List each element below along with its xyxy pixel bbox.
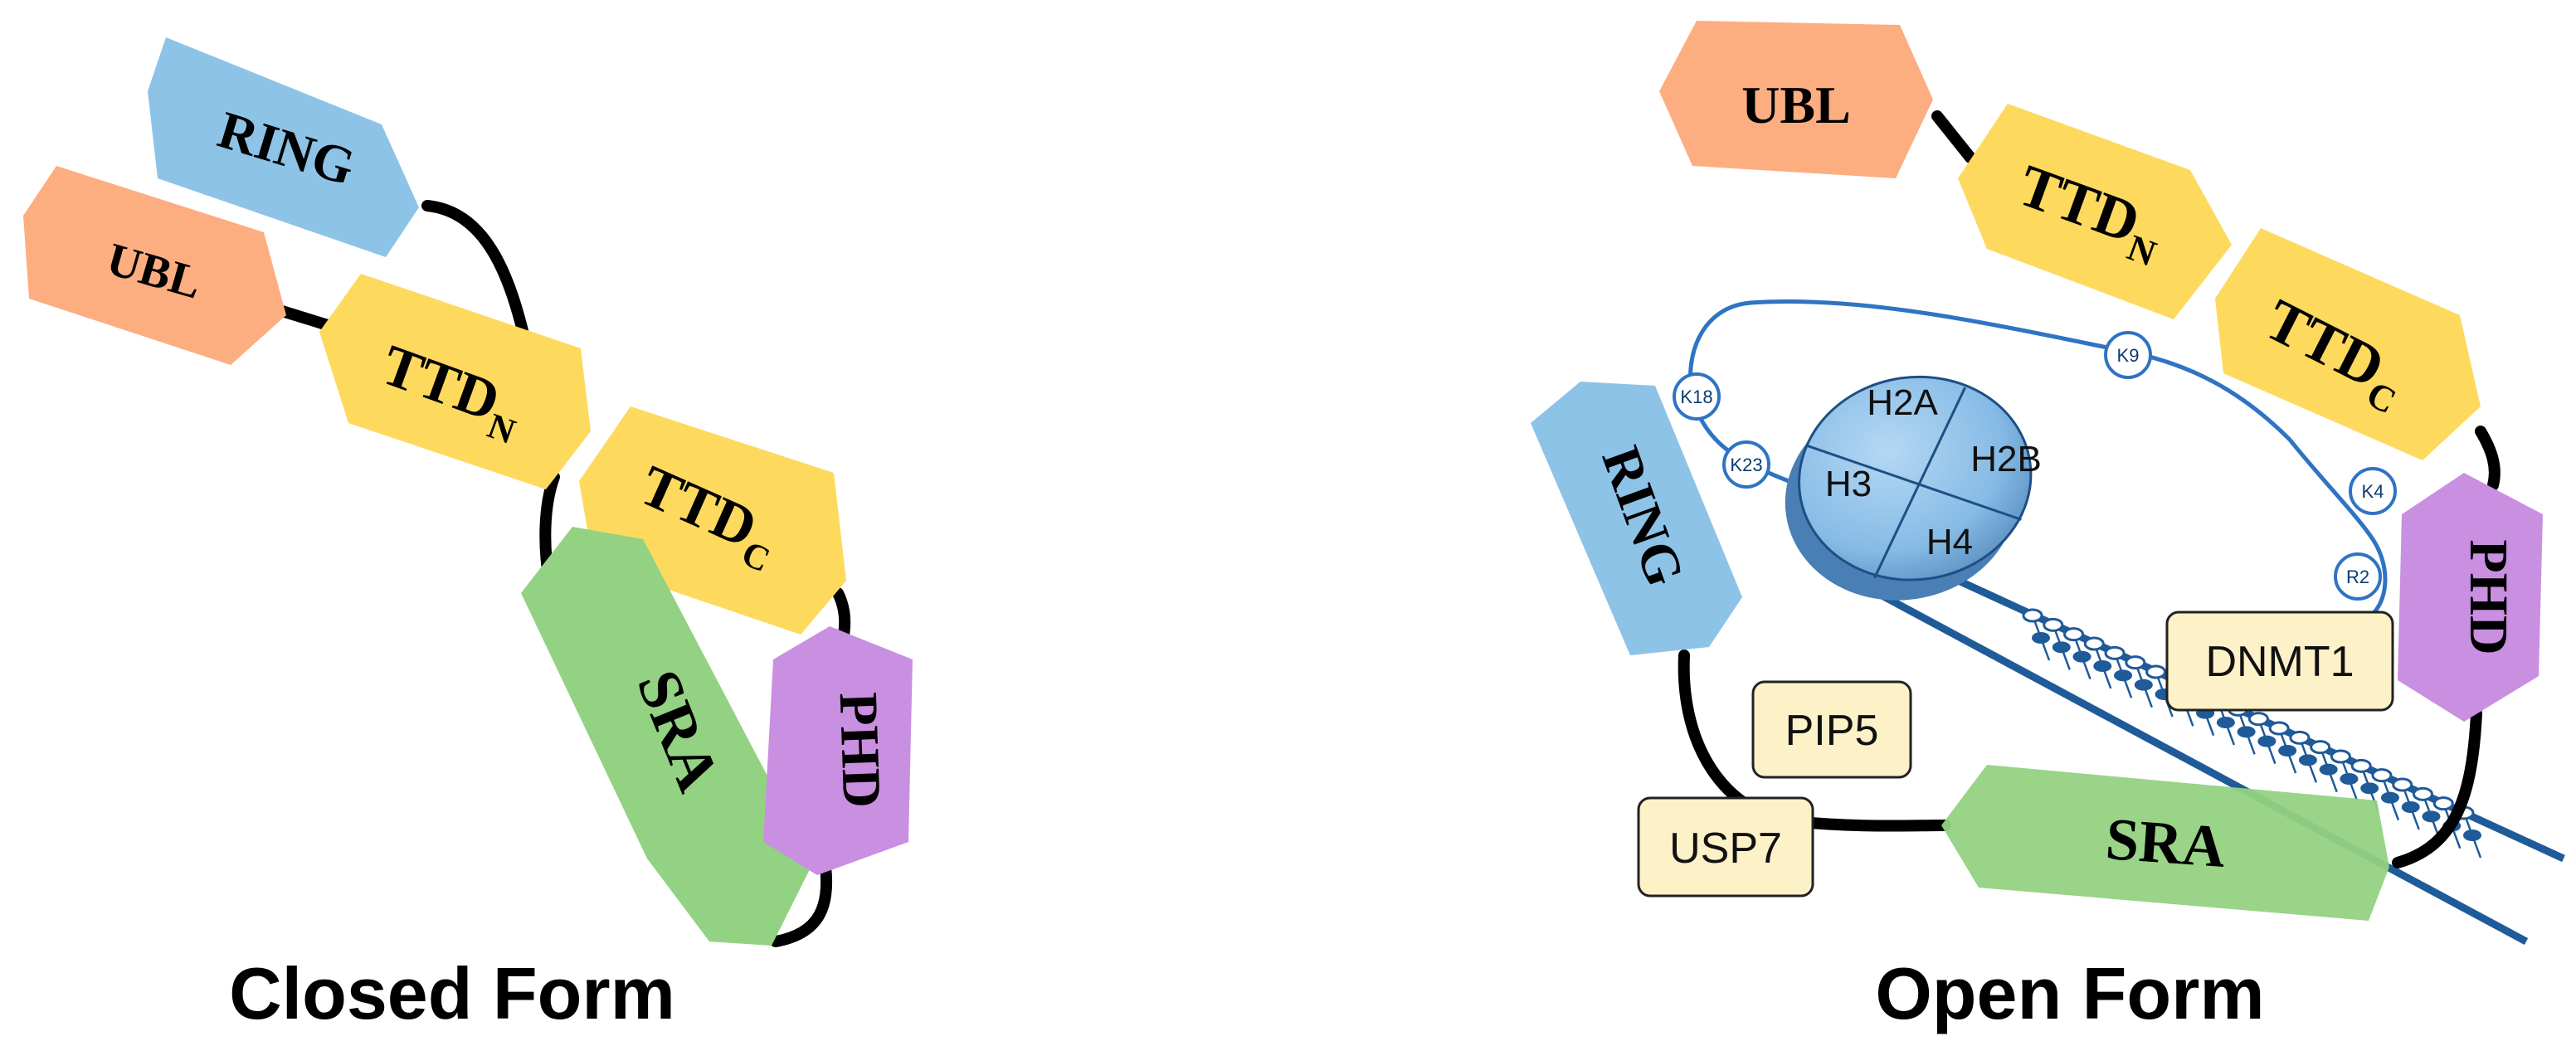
svg-text:K23: K23 <box>1730 455 1762 475</box>
dna-base-open <box>2371 768 2393 783</box>
dna-base-open <box>2310 740 2331 755</box>
residue-k9: K9 <box>2104 331 2152 379</box>
dna-base-filled <box>2093 660 2112 672</box>
svg-text:PIP5: PIP5 <box>1785 707 1879 755</box>
dna-base-filled <box>2380 791 2399 804</box>
histone-h2b: H2B <box>1970 439 2042 479</box>
dna-base-filled <box>2401 801 2420 813</box>
closed-linker-phd-sra <box>770 861 833 947</box>
dna-base-filled <box>2216 717 2235 728</box>
residue-k23: K23 <box>1722 440 1770 489</box>
dna-base-open <box>2392 777 2413 792</box>
closed-form-title: Closed Form <box>229 952 675 1034</box>
closed-form-panel: RING UBL TTDN TTDC SRA PHD Closed Form <box>23 37 913 1034</box>
dna-base-open <box>2432 796 2454 811</box>
dna-base-open <box>2350 758 2372 773</box>
open-form-panel: UBL TTDN TTDC RING PHD SRA <box>1531 21 2565 1034</box>
dna-base-filled <box>2340 773 2359 785</box>
residue-r2: R2 <box>2334 552 2382 601</box>
dna-base-filled <box>2032 632 2050 644</box>
residue-k18: K18 <box>1673 372 1721 421</box>
dna-base-open <box>2125 655 2146 670</box>
open-form-title: Open Form <box>1875 952 2264 1034</box>
dna-base-open <box>2063 627 2085 642</box>
dna-base-open <box>2145 664 2167 679</box>
closed-ring-domain: RING <box>148 37 419 257</box>
histone-h2a: H2A <box>1867 382 1938 423</box>
open-ring-domain: RING <box>1531 382 1742 655</box>
open-linker-ubl-ttd <box>1931 110 1976 163</box>
dna-base-filled <box>2237 726 2256 738</box>
open-ubl-label: UBL <box>1741 75 1851 134</box>
closed-sra-domain: SRA <box>521 527 813 946</box>
nucleosome <box>1785 375 2033 601</box>
dna-base-open <box>2043 617 2064 632</box>
open-sra-domain: SRA <box>1941 765 2389 921</box>
svg-text:K18: K18 <box>1680 387 1712 407</box>
closed-linker-ubl-ttd <box>276 305 334 331</box>
dna-base-open <box>2022 608 2043 623</box>
partner-pip5: PIP5 <box>1751 680 1912 779</box>
dna-base-filled <box>2463 830 2481 841</box>
histone-h3: H3 <box>1825 464 1872 504</box>
svg-text:USP7: USP7 <box>1669 825 1782 873</box>
closed-phd-label: PHD <box>828 691 893 809</box>
open-phd-label: PHD <box>2458 539 2519 654</box>
dna-base-open <box>2104 645 2126 660</box>
dna-base-filled <box>2319 763 2338 776</box>
partner-dnmt1: DNMT1 <box>2165 611 2394 712</box>
open-ttdn-domain: TTDN <box>1958 104 2232 319</box>
closed-ubl-domain: UBL <box>23 166 286 365</box>
dna-base-filled <box>2278 745 2297 757</box>
histone-h4: H4 <box>1926 522 1973 562</box>
dna-strand-lower <box>1852 577 2529 945</box>
dna-base-open <box>2247 712 2269 727</box>
open-ubl-domain: UBL <box>1659 21 1933 178</box>
svg-text:K4: K4 <box>2362 481 2384 502</box>
histone-divider-1 <box>1804 444 2022 521</box>
dna-base-filled <box>2134 679 2153 691</box>
svg-text:R2: R2 <box>2346 567 2369 587</box>
dna-base-open <box>2268 721 2290 736</box>
dna-base-open <box>2083 636 2105 651</box>
dna-base-filled <box>2072 650 2091 663</box>
closed-ttdn-domain: TTDN <box>319 274 591 489</box>
dna-base-filled <box>2257 735 2277 747</box>
dna-base-filled <box>2422 810 2441 823</box>
open-ttdc-domain: TTDC <box>2215 228 2481 460</box>
dna-base-filled <box>2360 782 2379 795</box>
svg-text:DNMT1: DNMT1 <box>2205 638 2354 686</box>
open-phd-domain: PHD <box>2398 473 2543 722</box>
open-sra-label: SRA <box>2104 805 2228 880</box>
residue-k4: K4 <box>2349 467 2397 515</box>
open-ttdn-label: TTDN <box>2007 152 2174 275</box>
dna-base-open <box>2330 749 2351 764</box>
closed-phd-domain: PHD <box>763 626 913 875</box>
partner-usp7: USP7 <box>1637 796 1814 898</box>
dna-base-filled <box>2298 754 2317 766</box>
dna-base-filled <box>2052 641 2071 654</box>
dna-base-open <box>2289 730 2311 745</box>
dna-base-filled <box>2114 669 2133 682</box>
dna-base-open <box>2412 786 2433 801</box>
open-linker-phd-sra <box>2392 708 2482 868</box>
svg-text:K9: K9 <box>2117 345 2140 366</box>
open-linker-ttd-phd <box>2475 426 2501 491</box>
histone-divider-2 <box>1873 387 1966 579</box>
closed-linker-ring-ttd <box>421 200 533 354</box>
